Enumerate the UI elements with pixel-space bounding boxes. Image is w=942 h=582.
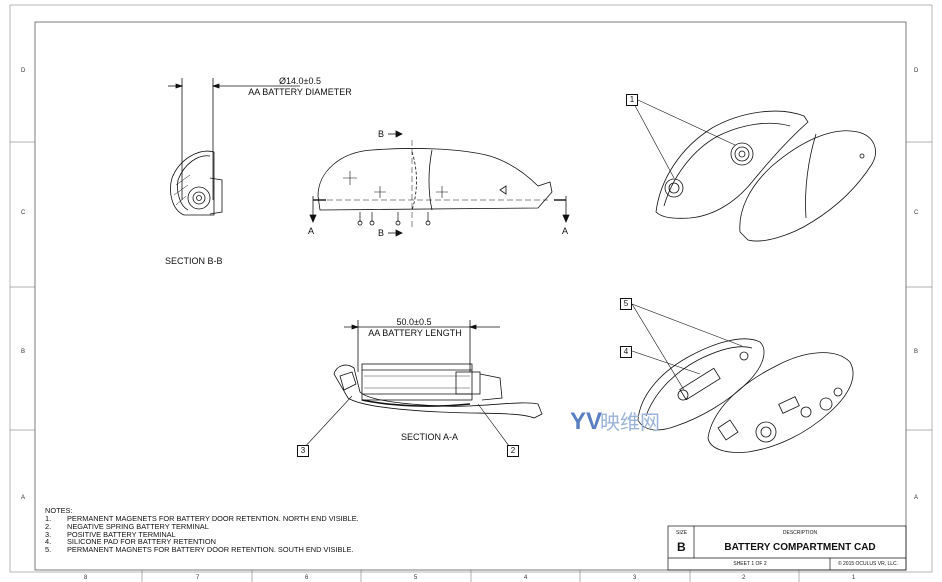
iso-view-bottom-drawing	[631, 303, 854, 453]
zone-left-a: A	[21, 495, 26, 501]
note-3-text: POSITIVE BATTERY TERMINAL	[67, 530, 176, 539]
zone-bottom-5: 5	[414, 575, 418, 581]
tb-size-value: B	[677, 540, 686, 554]
zone-right-a: A	[914, 495, 919, 501]
callout-2: 2	[507, 445, 519, 457]
zone-bottom-7: 7	[196, 575, 200, 581]
zone-right-d: D	[914, 68, 919, 74]
length-label: AA BATTERY LENGTH	[368, 328, 462, 338]
section-bb-label: SECTION B-B	[165, 256, 223, 266]
callout-5: 5	[620, 298, 632, 310]
note-5-text: PERMANENT MAGNETS FOR BATTERY DOOR RETEN…	[67, 545, 354, 554]
watermark-logo: YV	[570, 408, 603, 435]
length-value: 50.0±0.5	[396, 317, 432, 327]
title-block	[667, 525, 907, 571]
zone-bottom-8: 8	[84, 575, 88, 581]
zone-bottom-4: 4	[524, 575, 528, 581]
note-5-num: 5.	[45, 545, 52, 554]
tb-copyright: © 2015 OCULUS VR, LLC.	[837, 561, 899, 567]
note-2-text: NEGATIVE SPRING BATTERY TERMINAL	[67, 522, 209, 531]
zone-bottom-3: 3	[633, 575, 637, 581]
diameter-label: AA BATTERY DIAMETER	[248, 87, 352, 97]
side-view-drawing	[309, 130, 570, 237]
callout-3: 3	[297, 445, 309, 457]
note-4-num: 4.	[45, 537, 52, 546]
callout-1: 1	[626, 94, 638, 106]
cut-a-left: A	[308, 226, 315, 236]
note-1-text: PERMANENT MAGENETS FOR BATTERY DOOR RETE…	[67, 514, 359, 523]
watermark-text: 映维网	[600, 412, 660, 434]
callout-4: 4	[620, 346, 632, 358]
inner-border	[34, 21, 907, 571]
outer-border	[9, 4, 933, 573]
zone-ticks	[10, 141, 932, 582]
cut-b-top: B	[378, 129, 385, 139]
tb-size-label: SIZE	[676, 530, 688, 536]
note-3-num: 3.	[45, 530, 52, 539]
diameter-value: Ø14.0±0.5	[279, 76, 321, 86]
tb-title: BATTERY COMPARTMENT CAD	[724, 542, 876, 553]
zone-bottom-2: 2	[742, 575, 746, 581]
section-aa-drawing	[301, 320, 543, 451]
zone-left-c: C	[21, 210, 26, 216]
cut-a-right: A	[562, 226, 569, 236]
section-aa-label: SECTION A-A	[401, 432, 459, 442]
zone-right-c: C	[914, 210, 919, 216]
zone-bottom-6: 6	[305, 575, 309, 581]
cut-b-bottom: B	[378, 228, 385, 238]
notes-heading: NOTES:	[45, 506, 73, 515]
note-1-num: 1.	[45, 514, 52, 523]
zone-right-b: B	[914, 349, 919, 355]
note-4-text: SILICONE PAD FOR BATTERY RETENTION	[67, 537, 216, 546]
iso-view-top-drawing	[631, 99, 876, 242]
zone-left-b: B	[21, 349, 26, 355]
zone-left-d: D	[21, 68, 26, 74]
tb-sheet: SHEET 1 OF 2	[733, 561, 767, 567]
section-bb-drawing	[168, 78, 300, 216]
tb-description-label: DESCRIPTION	[782, 530, 818, 536]
note-2-num: 2.	[45, 522, 52, 531]
zone-bottom-1: 1	[852, 575, 856, 581]
